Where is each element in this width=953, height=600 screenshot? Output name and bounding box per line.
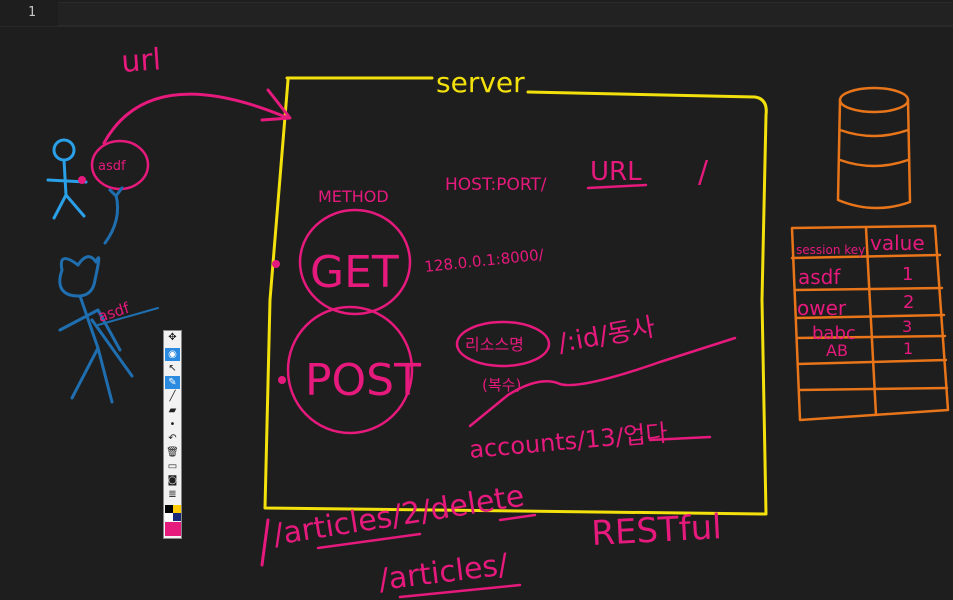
hacker-cookie-underline [97, 307, 159, 326]
dot-icon[interactable]: • [169, 419, 176, 430]
hacker-figure [58, 186, 134, 404]
resource-label: 리소스명 [465, 335, 524, 354]
database-icon [836, 86, 912, 210]
user-cookie-dot [78, 176, 86, 184]
url-top-label: url [120, 42, 162, 80]
color-swatch-white[interactable] [165, 513, 173, 521]
toolbar-handle-icon[interactable]: ✥ [168, 332, 177, 343]
accounts-underline [648, 435, 712, 442]
undo-icon[interactable]: ↶ [168, 433, 177, 444]
accounts-label: accounts/13/업다 [468, 419, 669, 464]
url-mid-label: URL [590, 157, 642, 187]
eraser-icon[interactable]: ▰ [168, 405, 177, 416]
editor-line-row: 1 [0, 0, 953, 27]
session-row-key: babc [812, 323, 856, 344]
restful-label: RESTful [590, 507, 722, 554]
color-swatch-navy[interactable] [173, 513, 181, 521]
get-circle [298, 208, 412, 316]
id-action-label: /:id/동사 [556, 312, 658, 359]
session-row-key: ower [797, 296, 847, 320]
server-title: server [436, 66, 525, 99]
post-circle [286, 305, 414, 435]
server-box [263, 76, 768, 516]
slash-mid-label: / [698, 155, 709, 190]
session-row-value: 1 [903, 339, 913, 358]
color-swatch-yellow[interactable] [173, 505, 181, 513]
trash-icon[interactable]: 🗑 [166, 447, 179, 458]
articles-underline [316, 532, 422, 550]
color-swatch-black[interactable] [165, 505, 173, 513]
post-bullet [278, 376, 286, 384]
user-cookie-label: asdf [98, 159, 126, 174]
session-row-value: 3 [902, 317, 912, 336]
session-row-value: 1 [902, 264, 913, 285]
plural-label: (복수) [482, 376, 521, 394]
session-table-grid [790, 224, 950, 422]
ip-label: 128.0.0.1:8000/ [424, 245, 546, 276]
method-label: METHOD [318, 187, 389, 206]
articles2-underline [398, 583, 522, 599]
annotation-toolbar: ✥ ◉ ↖ ✎ ╱ ▰ • ↶ 🗑 ▭ ◙ ≣ [163, 330, 182, 539]
session-row-key: AB [826, 341, 848, 360]
eye-icon[interactable]: ◉ [165, 348, 180, 361]
session-header-key: session key [796, 243, 865, 257]
articles-slash [260, 518, 270, 567]
line-icon[interactable]: ╱ [169, 391, 176, 402]
session-row-key: asdf [798, 265, 841, 289]
user-figure [46, 138, 88, 220]
delete-underline [498, 513, 537, 522]
current-line-highlight [58, 2, 953, 26]
post-label: POST [305, 355, 421, 406]
hacker-cookie-label: asdf [96, 299, 132, 326]
get-label: GET [310, 247, 399, 298]
get-bullet [272, 260, 280, 268]
layers-icon[interactable]: ≣ [168, 489, 177, 500]
session-header-value: value [870, 231, 925, 255]
url-underline [586, 183, 648, 190]
screen-icon[interactable]: ▭ [167, 461, 178, 472]
camera-icon[interactable]: ◙ [167, 475, 178, 486]
cursor-icon[interactable]: ↖ [168, 363, 177, 374]
pen-icon[interactable]: ✎ [165, 376, 180, 389]
color-swatch-pink[interactable] [165, 522, 181, 536]
host-port-label: HOST:PORT/ [445, 175, 547, 195]
session-row-value: 2 [903, 292, 914, 313]
request-arrowhead [260, 88, 292, 122]
articles-label: /articles/ [377, 547, 511, 598]
line-number: 1 [28, 5, 36, 20]
articles-delete-label: /articles/2/delete [271, 479, 527, 553]
resource-swoosh [468, 336, 737, 428]
resource-circle [455, 320, 551, 368]
request-arrow [102, 92, 290, 145]
